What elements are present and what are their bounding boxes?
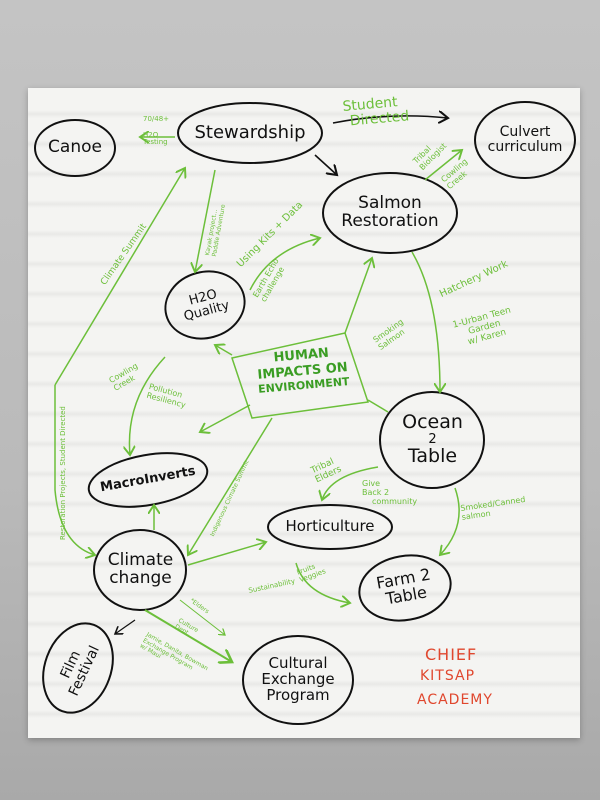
ocean-node-outline <box>379 391 485 489</box>
node-salmon-restoration: Salmon Restoration <box>325 188 455 238</box>
farm-node-outline <box>358 554 452 622</box>
node-cultural-line-2: Exchange <box>261 670 335 689</box>
label-community: community <box>372 496 418 506</box>
arrow-ocean-horticulture <box>322 466 379 500</box>
node-stewardship: Stewardship <box>194 121 306 143</box>
hub-outline <box>231 332 369 419</box>
stewardship-node-outline <box>177 102 323 164</box>
signature-academy: ACADEMY <box>417 692 493 708</box>
arrow-hub-h2o <box>215 345 233 356</box>
cultural-node-outline <box>242 635 354 725</box>
line-hub-ocean <box>367 399 389 413</box>
arrow-stewardship-salmon <box>314 154 337 175</box>
arrow-hub-climate <box>188 417 273 555</box>
label-student-directed: Student Directed <box>342 94 410 130</box>
salmon-node-outline <box>322 172 458 254</box>
arrow-climate-horticulture <box>187 542 266 566</box>
label-h2o-testing-3: Testing <box>143 138 168 147</box>
arrow-stewardship-h2o <box>195 169 216 272</box>
arrow-culvert <box>424 150 462 181</box>
arrow-stewardship-student <box>332 116 448 123</box>
arrow-salmon-ocean <box>411 251 440 392</box>
node-horticulture: Horticulture <box>285 517 375 536</box>
node-climate-line-1: Climate <box>107 550 174 571</box>
arrow-elders <box>179 599 225 635</box>
arrow-hub-salmon <box>344 258 372 334</box>
label-h2o-testing-1: 70/48+ <box>143 115 170 123</box>
label-give-back: Give Back 2 community <box>362 479 418 506</box>
signature-chief: CHIEF <box>425 645 478 664</box>
node-climate-line-2: change <box>109 568 172 588</box>
node-ocean-2-table: Ocean 2 Table <box>385 400 480 480</box>
film-node-outline <box>42 622 114 714</box>
label-back-2: Back 2 <box>362 487 390 497</box>
label-h2o-testing-2: H2O <box>143 130 159 139</box>
node-culvert-curriculum: Culvert curriculum <box>487 124 563 155</box>
node-climate-change: Climate change <box>98 545 183 595</box>
node-ocean-line-3: Table <box>407 444 458 467</box>
node-salmon-line-1: Salmon <box>358 193 422 214</box>
node-cultural-line-1: Cultural <box>268 654 328 673</box>
signature-kitsap: KITSAP <box>420 668 476 684</box>
node-ocean-line-2: 2 <box>428 432 437 448</box>
arrow-ocean-farm <box>440 487 460 555</box>
node-ocean-line-1: Ocean <box>402 411 463 434</box>
label-h2o-testing: 70/48+ H2O Testing <box>143 115 170 147</box>
canoe-node-outline <box>34 119 116 177</box>
horticulture-node-outline <box>267 504 393 550</box>
node-canoe: Canoe <box>48 137 102 158</box>
label-give: Give <box>362 479 381 488</box>
node-cultural-exchange-program: Cultural Exchange Program <box>245 648 351 712</box>
arrow-horticulture-farm <box>295 562 350 603</box>
node-cultural-line-3: Program <box>266 685 330 704</box>
arrow-earth-echo <box>249 238 320 291</box>
arrow-restoration-climate <box>54 385 95 555</box>
arrow-hub-macro <box>200 404 251 432</box>
arrow-climate-stewardship <box>54 168 185 386</box>
culvert-node-outline <box>474 101 576 179</box>
climate-node-outline <box>93 529 187 611</box>
node-farm-line-2: Table <box>384 582 429 609</box>
arrow-climate-film <box>115 619 136 634</box>
node-salmon-line-2: Restoration <box>341 211 439 231</box>
arrow-climate-cultural <box>144 609 232 662</box>
label-restoration-projects: Restoration Projects, Student Directed <box>59 406 67 540</box>
arrow-h2o-macro <box>129 356 166 455</box>
